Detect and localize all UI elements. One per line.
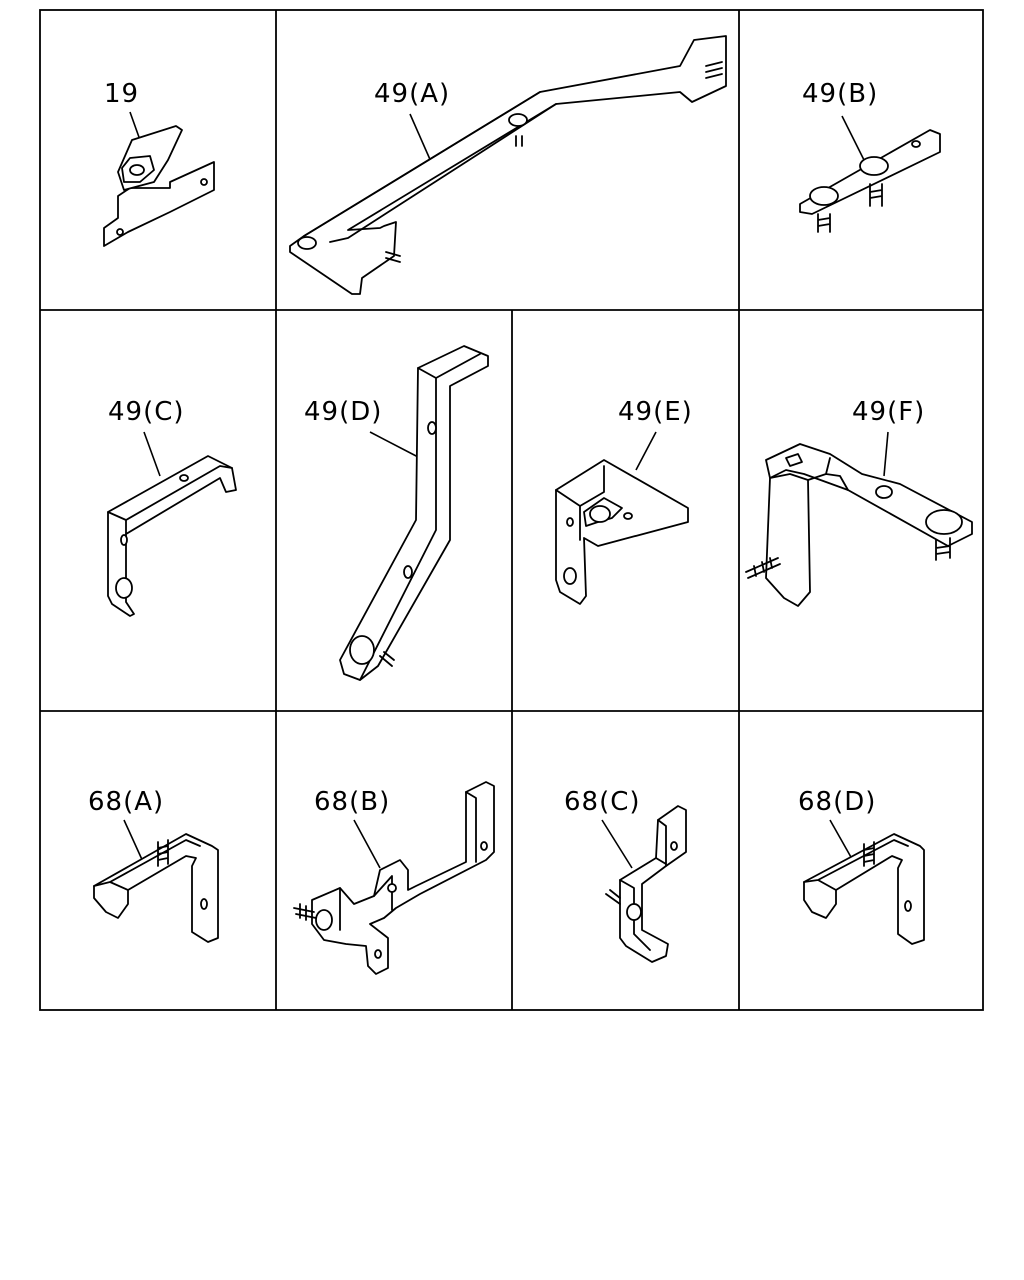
part-19[interactable]: 19 [103, 79, 215, 247]
part-label-49c: 49(C) [108, 397, 185, 427]
part-label-68d: 68(D) [798, 787, 876, 817]
part-label-49f: 49(F) [852, 397, 925, 427]
part-49f[interactable]: 49(F) [745, 397, 973, 607]
part-label-49e: 49(E) [618, 397, 693, 427]
part-49b[interactable]: 49(B) [799, 79, 941, 233]
part-49a[interactable]: 49(A) [289, 35, 727, 295]
part-label-68b: 68(B) [314, 787, 390, 817]
part-49e[interactable]: 49(E) [555, 397, 693, 605]
part-49c[interactable]: 49(C) [107, 397, 237, 617]
part-label-19: 19 [104, 79, 139, 109]
part-68c[interactable]: 68(C) [564, 787, 687, 963]
part-49d[interactable]: 49(D) [304, 345, 489, 681]
part-label-68c: 68(C) [564, 787, 641, 817]
part-label-68a: 68(A) [88, 787, 164, 817]
grid-lines [39, 9, 984, 1011]
part-68b[interactable]: 68(B) [293, 781, 495, 975]
part-68d[interactable]: 68(D) [798, 787, 925, 945]
part-label-49b: 49(B) [802, 79, 878, 109]
part-label-49a: 49(A) [374, 79, 450, 109]
part-68a[interactable]: 68(A) [88, 787, 219, 943]
part-label-49d: 49(D) [304, 397, 382, 427]
